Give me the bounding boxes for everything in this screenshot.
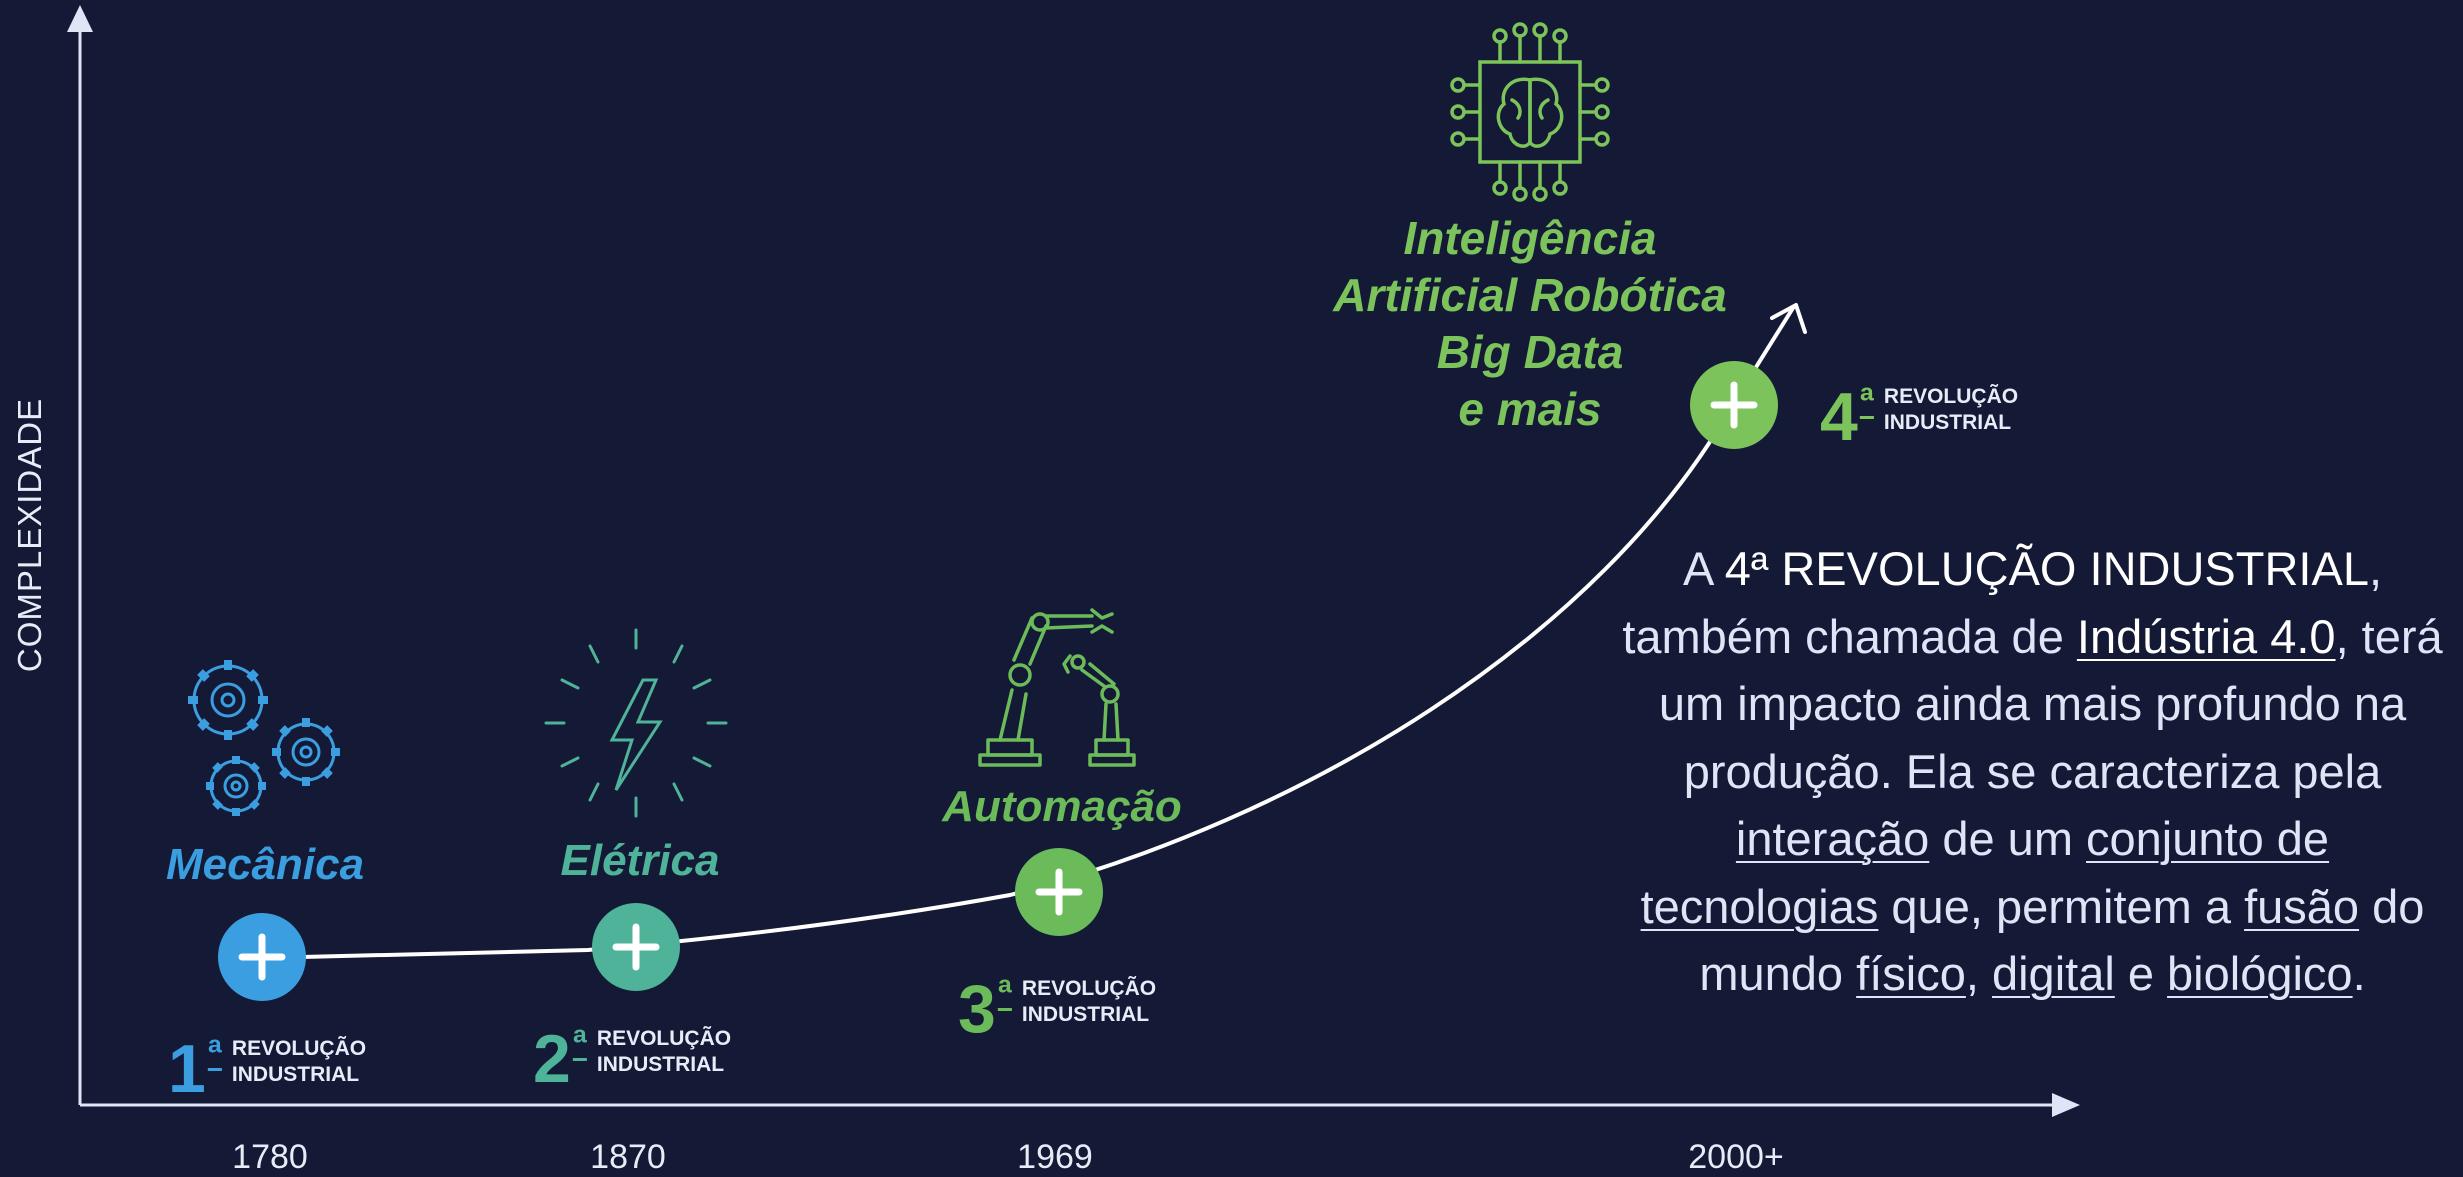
x-tick-label: 1969 [1017,1138,1093,1176]
link-industria-4-0: Indústria 4.0 [2076,609,2336,663]
term-conjunto-de-tecnologias: conjunto de tecnologias [1640,812,2330,933]
robot-arm-icon [978,608,1136,767]
term-interacao: interação [1735,812,1930,865]
ai-chip-brain-icon [1450,22,1610,202]
era-3-title: Automação [942,782,1182,831]
era-3-plus-icon [1015,848,1103,936]
era-2-plus-icon [592,903,680,991]
term-biologico: biológico [2167,947,2353,1000]
era-1-plus-icon [218,913,306,1001]
era-4-title-line: Big Data [1436,326,1624,378]
era-4-title-line: Inteligência [1403,212,1657,264]
y-axis-label: COMPLEXIDADE [11,397,48,673]
era-3-ordinal: 3ª [958,971,1012,1047]
gears-icon [188,660,340,816]
term-digital: digital [1991,947,2115,1000]
highlight-term: 4ª REVOLUÇÃO INDUSTRIAL [1724,542,2369,595]
era-4-title: Inteligência Artificial Robótica Big Dat… [1333,210,1727,438]
info-paragraph: A 4ª REVOLUÇÃO INDUSTRIAL, também chamad… [1622,542,2443,1000]
term-fusao: fusão [2244,879,2360,933]
era-1-title: Mecânica [165,840,365,889]
growth-curve [260,402,1735,960]
lightning-icon [544,628,728,818]
y-axis [67,5,93,1105]
era-4-title-line: Artificial Robótica [1333,269,1727,321]
era-2-ordinal: 2ª [533,1021,587,1097]
era-4-plus-icon [1690,361,1778,449]
era-1-ordinal: 1ª [168,1031,222,1107]
term-fisico: físico [1856,947,1966,1000]
x-tick-label: 1780 [232,1138,308,1176]
x-tick-label: 2000+ [1688,1138,1784,1176]
era-4-ordinal: 4ª [1820,379,1874,455]
era-4-title-line: e mais [1458,383,1602,435]
x-axis [80,1093,2080,1117]
era-2-title: Elétrica [560,836,720,885]
x-tick-label: 1870 [590,1138,666,1176]
